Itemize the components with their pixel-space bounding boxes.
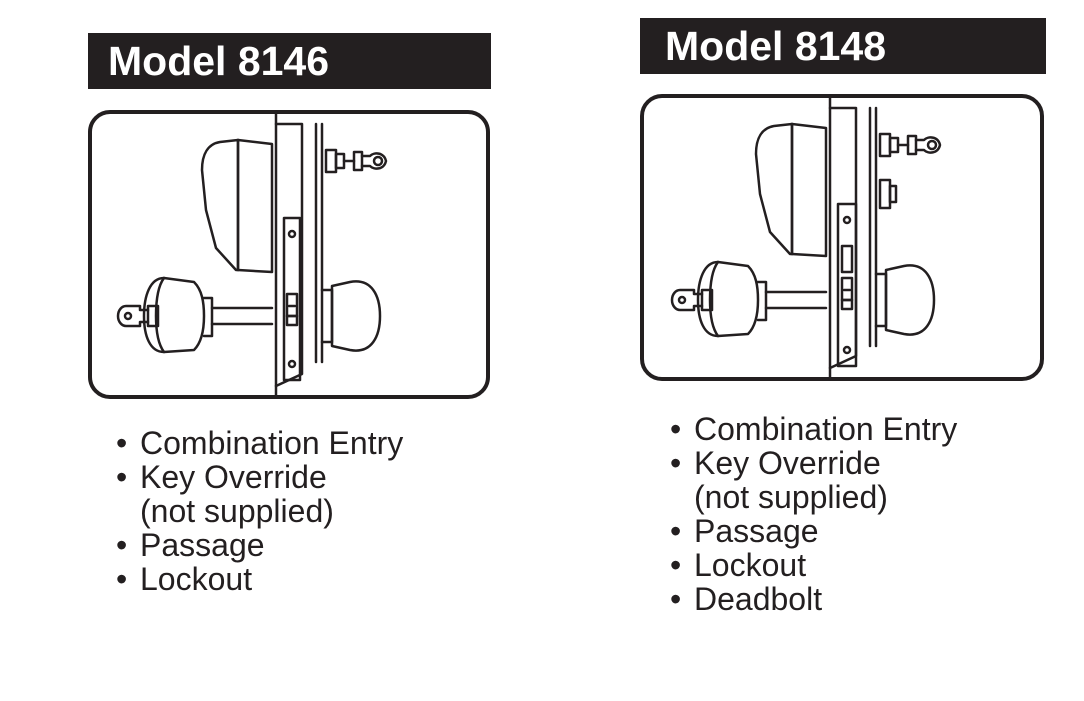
door-edge-face [828,106,858,370]
key-cylinder [146,304,160,328]
feature-item-note: (not supplied) [140,493,334,529]
deadbolt-bolt [840,244,854,274]
faceplate-screw-icon [287,229,297,239]
model-8148-feature-list: Combination Entry Key Override (not supp… [670,412,957,616]
feature-item: Lockout [116,562,403,596]
faceplate-screw-icon [842,345,852,355]
illustration-frame [88,110,490,399]
knob-rose [756,280,768,322]
outside-knob-rose [320,288,334,344]
outside-knob [884,264,936,336]
keypad-housing [200,138,240,272]
outside-knob-rose [874,272,888,328]
model-8148-title: Model 8148 [640,18,1046,74]
key-icon [670,288,704,312]
door-edge-face [274,122,304,388]
inside-knob [696,260,760,338]
latch-faceplate [836,202,858,368]
model-8146-title: Model 8146 [88,33,491,89]
feature-item: Passage [670,514,957,548]
feature-item: Combination Entry [670,412,957,446]
model-8146-feature-list: Combination Entry Key Override (not supp… [116,426,403,596]
feature-item-note: (not supplied) [694,479,888,515]
feature-item: Lockout [670,548,957,582]
keypad-housing [754,122,794,256]
faceplate-screw-icon [287,359,297,369]
faceplate-screw-icon [842,215,852,225]
override-cylinder [324,148,338,174]
feature-item: Key Override [116,460,403,494]
inside-knob [142,276,206,354]
override-key-icon [352,150,364,172]
model-8148-lock-illustration [640,94,1044,381]
outside-knob [330,280,382,352]
key-icon [116,304,150,328]
latch-faceplate [282,216,302,382]
deadbolt-thumbturn [878,178,892,210]
feature-item: Combination Entry [116,426,403,460]
knob-rose [202,296,214,338]
key-cylinder [700,288,714,312]
feature-item: Deadbolt [670,582,957,616]
model-8146-lock-illustration [88,110,490,399]
override-key-icon [906,134,918,156]
feature-item: Key Override [670,446,957,480]
feature-item: Passage [116,528,403,562]
override-cylinder [878,132,892,158]
illustration-frame [640,94,1044,381]
